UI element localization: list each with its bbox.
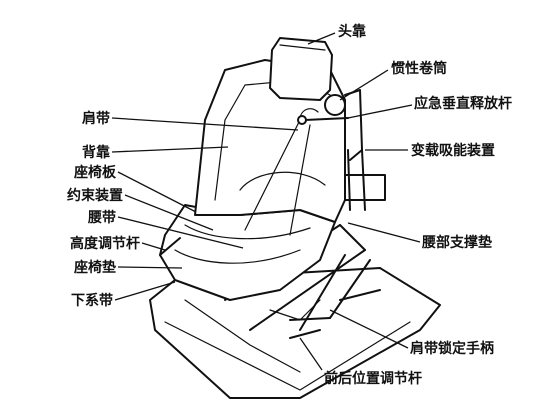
height-adjust-lever: [159, 237, 181, 256]
backrest: [194, 59, 346, 223]
label-crotch-strap: 下系带: [71, 292, 113, 309]
label-inertia-reel: 惯性卷筒: [391, 60, 447, 77]
label-shoulder-strap: 肩带: [82, 110, 110, 127]
label-restraint: 约束装置: [67, 187, 123, 204]
energy-absorber: [344, 149, 386, 211]
label-lap-belt: 腰带: [87, 210, 116, 226]
seat-drawing: [149, 37, 441, 399]
headrest: [269, 37, 333, 101]
labels: 头靠 惯性卷筒 应急垂直释放杆 肩带 背靠 变载吸能装置 座椅板 约束装置 腰带…: [67, 23, 512, 387]
label-seat-pan: 座椅板: [74, 164, 117, 181]
label-energy-absorber: 变载吸能装置: [411, 142, 495, 159]
leader-lines: [111, 32, 421, 371]
label-lumbar-support: 腰部支撑垫: [421, 234, 492, 251]
label-shoulder-lock-handle: 肩带锁定手柄: [410, 340, 494, 357]
label-headrest: 头靠: [338, 23, 366, 40]
label-emergency-release: 应急垂直释放杆: [414, 95, 512, 112]
label-height-lever: 高度调节杆: [70, 235, 140, 252]
release-lever: [304, 117, 349, 121]
fore-aft-lever: [289, 329, 321, 339]
label-backrest: 背靠: [82, 144, 110, 161]
label-seat-cushion: 座椅垫: [74, 259, 116, 276]
label-fore-aft-lever: 前后位置调节杆: [324, 370, 422, 387]
